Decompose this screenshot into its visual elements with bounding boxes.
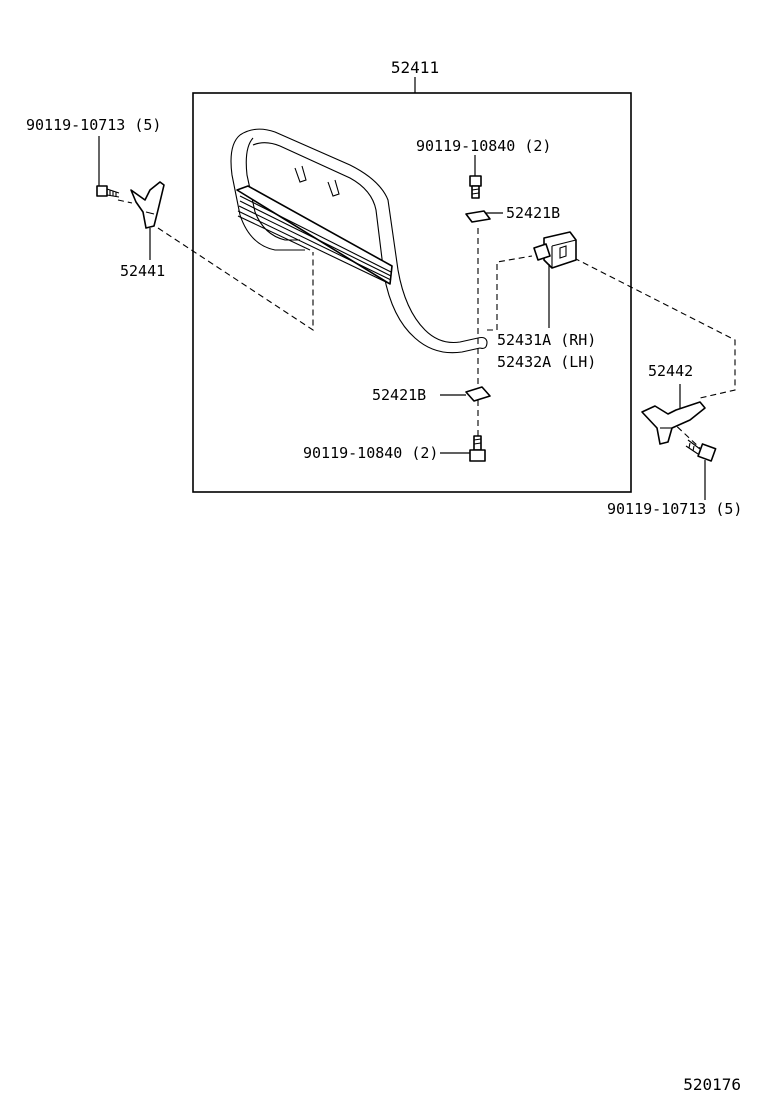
install-line-left [157, 227, 314, 332]
group-number: 52411 [391, 58, 439, 77]
bracket-rh-icon [533, 231, 577, 269]
install-line-rh [487, 255, 533, 331]
bolt-bottom-label: 90119-10840 (2) [303, 444, 438, 462]
bracket-lh-label: 52432A (LH) [497, 353, 596, 371]
bolt-right-icon [685, 439, 717, 462]
install-line-right [573, 257, 736, 399]
bracket-right-icon [641, 401, 706, 445]
install-line-left-bolt [117, 199, 133, 204]
bracket-right-label: 52442 [648, 362, 693, 380]
install-line-right-bolt [669, 419, 701, 449]
nut-bottom-label: 52421B [372, 386, 426, 404]
bolt-right-label: 90119-10713 (5) [607, 500, 742, 518]
bracket-left-icon [130, 181, 165, 229]
bolt-top-icon [469, 175, 482, 199]
step-board [236, 185, 393, 285]
bracket-left-label: 52441 [120, 262, 165, 280]
bracket-rh-label: 52431A (RH) [497, 331, 596, 349]
bolt-left-label: 90119-10713 (5) [26, 116, 161, 134]
assembly-frame [192, 92, 632, 493]
nut-top-label: 52421B [506, 204, 560, 222]
nut-bottom-icon [465, 386, 491, 402]
bolt-bottom-icon [469, 435, 486, 462]
bolt-top-label: 90119-10840 (2) [416, 137, 551, 155]
diagram-code: 520176 [683, 1075, 741, 1094]
guard-bar [230, 128, 488, 354]
nut-top-icon [465, 210, 491, 223]
bolt-left-icon [96, 185, 120, 198]
